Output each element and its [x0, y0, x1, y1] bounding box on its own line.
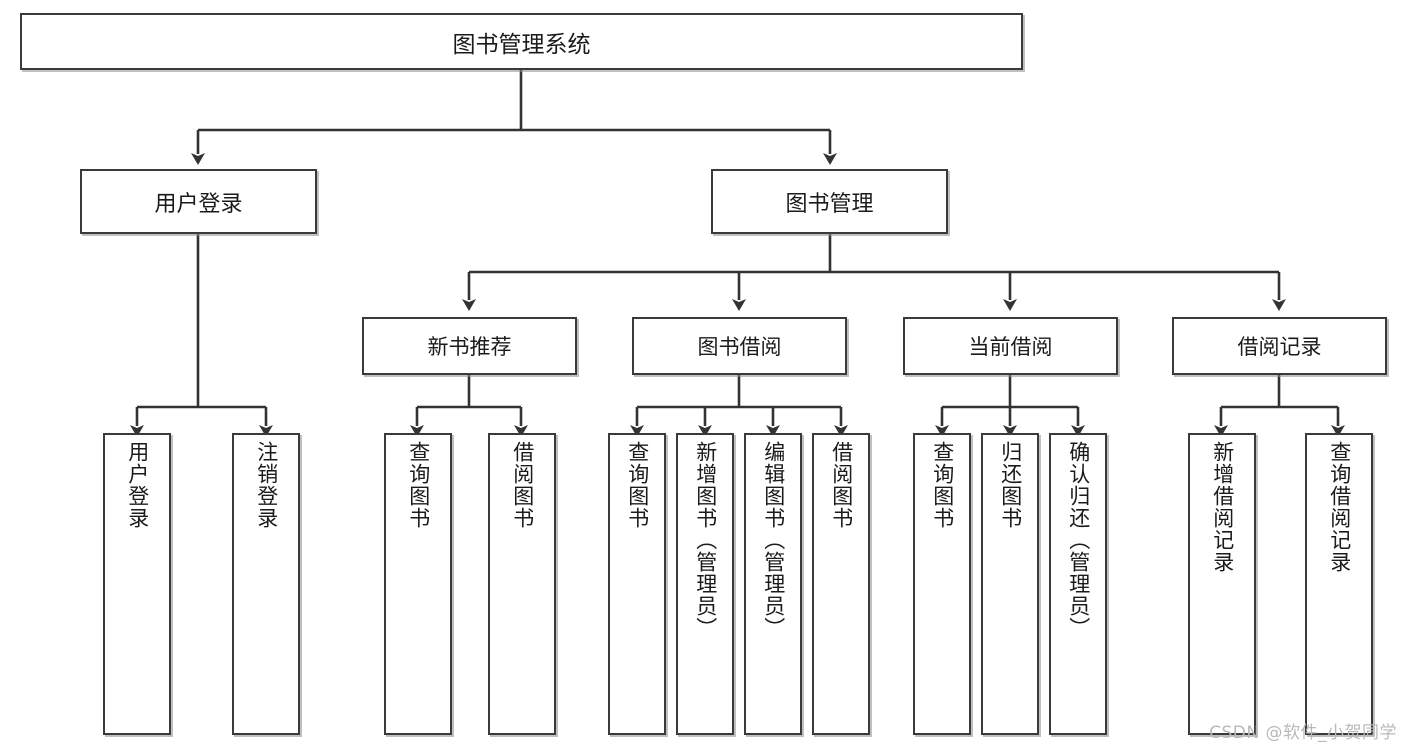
leaf-borrow-book-recommend[interactable]: 借阅图书 [488, 433, 556, 735]
leaf-confirm-return-admin[interactable]: 确认归还（管理员） [1049, 433, 1107, 735]
node-root-book-management-system[interactable]: 图书管理系统 [20, 13, 1023, 70]
node-user-login[interactable]: 用户登录 [80, 169, 317, 234]
node-label: 借阅记录 [1237, 335, 1322, 359]
leaf-label: 查询图书 [625, 441, 650, 529]
leaf-label: 查询图书 [406, 441, 431, 529]
csdn-watermark: CSDN @软件_小贺同学 [1209, 723, 1397, 743]
node-current-borrow[interactable]: 当前借阅 [903, 317, 1118, 375]
leaf-label: 注销登录 [254, 441, 279, 529]
node-book-management[interactable]: 图书管理 [711, 169, 948, 234]
leaf-edit-book-admin[interactable]: 编辑图书（管理员） [744, 433, 802, 735]
node-new-book-recommend[interactable]: 新书推荐 [362, 317, 577, 375]
leaf-query-book-current[interactable]: 查询图书 [913, 433, 971, 735]
leaf-label: 查询图书 [930, 441, 955, 529]
leaf-label: 借阅图书 [829, 441, 854, 529]
leaf-label: 新增图书（管理员） [693, 441, 718, 639]
leaf-user-login[interactable]: 用户登录 [103, 433, 171, 735]
leaf-return-book[interactable]: 归还图书 [981, 433, 1039, 735]
leaf-query-borrow-record[interactable]: 查询借阅记录 [1305, 433, 1373, 735]
node-book-borrow[interactable]: 图书借阅 [632, 317, 847, 375]
leaf-label: 借阅图书 [510, 441, 535, 529]
leaf-label: 新增借阅记录 [1210, 441, 1235, 573]
leaf-add-borrow-record[interactable]: 新增借阅记录 [1188, 433, 1256, 735]
node-borrow-record[interactable]: 借阅记录 [1172, 317, 1387, 375]
leaf-query-book-recommend[interactable]: 查询图书 [384, 433, 452, 735]
leaf-label: 归还图书 [998, 441, 1023, 529]
node-label: 图书管理 [785, 191, 874, 217]
node-label: 新书推荐 [427, 335, 512, 359]
leaf-add-book-admin[interactable]: 新增图书（管理员） [676, 433, 734, 735]
leaf-logout-login[interactable]: 注销登录 [232, 433, 300, 735]
leaf-borrow-book[interactable]: 借阅图书 [812, 433, 870, 735]
node-label: 用户登录 [154, 191, 243, 217]
node-label: 当前借阅 [968, 335, 1053, 359]
leaf-query-book-borrow[interactable]: 查询图书 [608, 433, 666, 735]
leaf-label: 确认归还（管理员） [1066, 441, 1091, 639]
leaf-label: 用户登录 [125, 441, 150, 529]
leaf-label: 查询借阅记录 [1327, 441, 1352, 573]
leaf-label: 编辑图书（管理员） [761, 441, 786, 639]
node-label: 图书管理系统 [452, 31, 591, 58]
node-label: 图书借阅 [697, 335, 782, 359]
